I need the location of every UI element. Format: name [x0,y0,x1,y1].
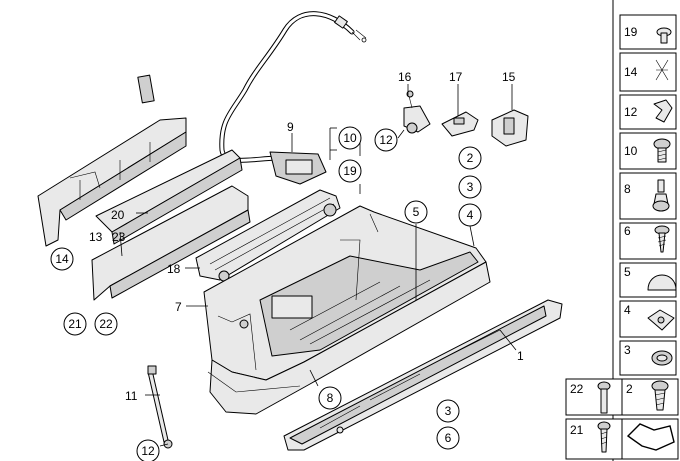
callout-21: 21 [63,312,87,336]
sidebar-item-12: 12 [619,94,677,130]
spring-clip-icon [655,59,669,81]
callout-4: 4 [458,203,482,227]
callout-12-bottom: 12 [136,439,160,461]
leader-lines [119,84,517,447]
actuator [269,151,327,185]
nut-clip-icon [647,309,675,331]
svg-text:2: 2 [626,382,633,396]
circled-callouts: 10 19 12 2 3 4 5 14 [50,126,482,461]
svg-text:3: 3 [445,404,452,418]
svg-text:22: 22 [570,382,584,396]
svg-text:4: 4 [467,208,474,222]
callout-10: 10 [338,126,362,150]
screw-icon [597,421,611,453]
switch-part-17 [441,111,479,137]
svg-text:5: 5 [413,205,420,219]
guide-rail [195,189,341,282]
glovebox-housing [203,205,491,415]
bumper-icon [652,179,670,212]
callout-16: 16 [398,70,412,84]
callout-2: 2 [458,146,482,170]
callout-3-lower: 3 [436,399,460,423]
callout-9: 9 [287,120,294,134]
callout-17: 17 [449,70,463,84]
svg-text:6: 6 [624,224,631,238]
sidebar-item-19: 19 [619,14,677,50]
svg-text:12: 12 [141,444,155,458]
svg-text:12: 12 [379,133,393,147]
svg-text:19: 19 [624,25,638,39]
callout-1: 1 [517,349,524,363]
glovebox-lid [283,299,563,451]
svg-text:10: 10 [624,144,638,158]
callout-labels: 9 16 17 15 20 13 23 18 7 1 11 [89,70,524,403]
sidebar-item-3: 3 [619,340,677,376]
expanding-rivet-icon [651,350,673,366]
callout-3-upper: 3 [458,175,482,199]
clip-icon [653,99,673,123]
callout-14: 14 [50,247,74,271]
svg-text:21: 21 [570,423,584,437]
svg-text:10: 10 [343,131,357,145]
callout-12-top: 12 [374,128,398,152]
sidebar-item-8: 8 [619,172,677,220]
grommet-part-12 [406,122,418,134]
svg-text:6: 6 [445,431,452,445]
callout-8: 8 [318,386,342,410]
callout-15: 15 [502,70,516,84]
sidebar-item-14: 14 [619,52,677,92]
sidebar-item-2: 2 [621,378,679,416]
fastener-sidebar: 19 14 12 10 [565,0,679,461]
damper [147,365,173,449]
svg-text:3: 3 [467,180,474,194]
latch-part-15 [491,109,529,147]
callout-6: 6 [436,426,460,450]
svg-text:14: 14 [55,252,69,266]
screw-icon [656,27,672,44]
svg-text:3: 3 [624,343,631,357]
tapping-screw-icon [654,225,670,253]
callout-20: 20 [111,208,125,222]
callout-23: 23 [112,230,126,244]
svg-text:4: 4 [624,303,631,317]
callout-18: 18 [167,262,181,276]
long-screw-icon [597,381,611,414]
trim-panel-upper [37,117,187,247]
sidebar-item-4: 4 [619,300,677,338]
svg-text:22: 22 [99,317,113,331]
sidebar-item-5: 5 [619,262,677,298]
callout-13: 13 [89,230,103,244]
svg-text:14: 14 [624,65,638,79]
sidebar-item-22: 22 [565,378,623,416]
sidebar-item-10: 10 [619,132,677,170]
svg-text:19: 19 [343,164,357,178]
svg-text:12: 12 [624,105,638,119]
callout-19: 19 [338,159,362,183]
bolt-icon [653,138,671,163]
sidebar-item-6: 6 [619,222,677,260]
plastic-screw-icon [651,380,669,411]
svg-text:21: 21 [68,317,82,331]
direction-arrow-icon [626,423,675,451]
trim-panel-strip [91,149,251,301]
svg-text:2: 2 [467,151,474,165]
svg-text:8: 8 [624,182,631,196]
svg-text:8: 8 [327,391,334,405]
callout-11: 11 [125,389,138,403]
sidebar-item-21: 21 [565,418,623,460]
callout-7: 7 [175,300,182,314]
callout-5: 5 [404,200,428,224]
svg-text:5: 5 [624,265,631,279]
callout-22: 22 [94,312,118,336]
sidebar-item-arrow [621,418,679,460]
cap-icon [647,274,677,291]
